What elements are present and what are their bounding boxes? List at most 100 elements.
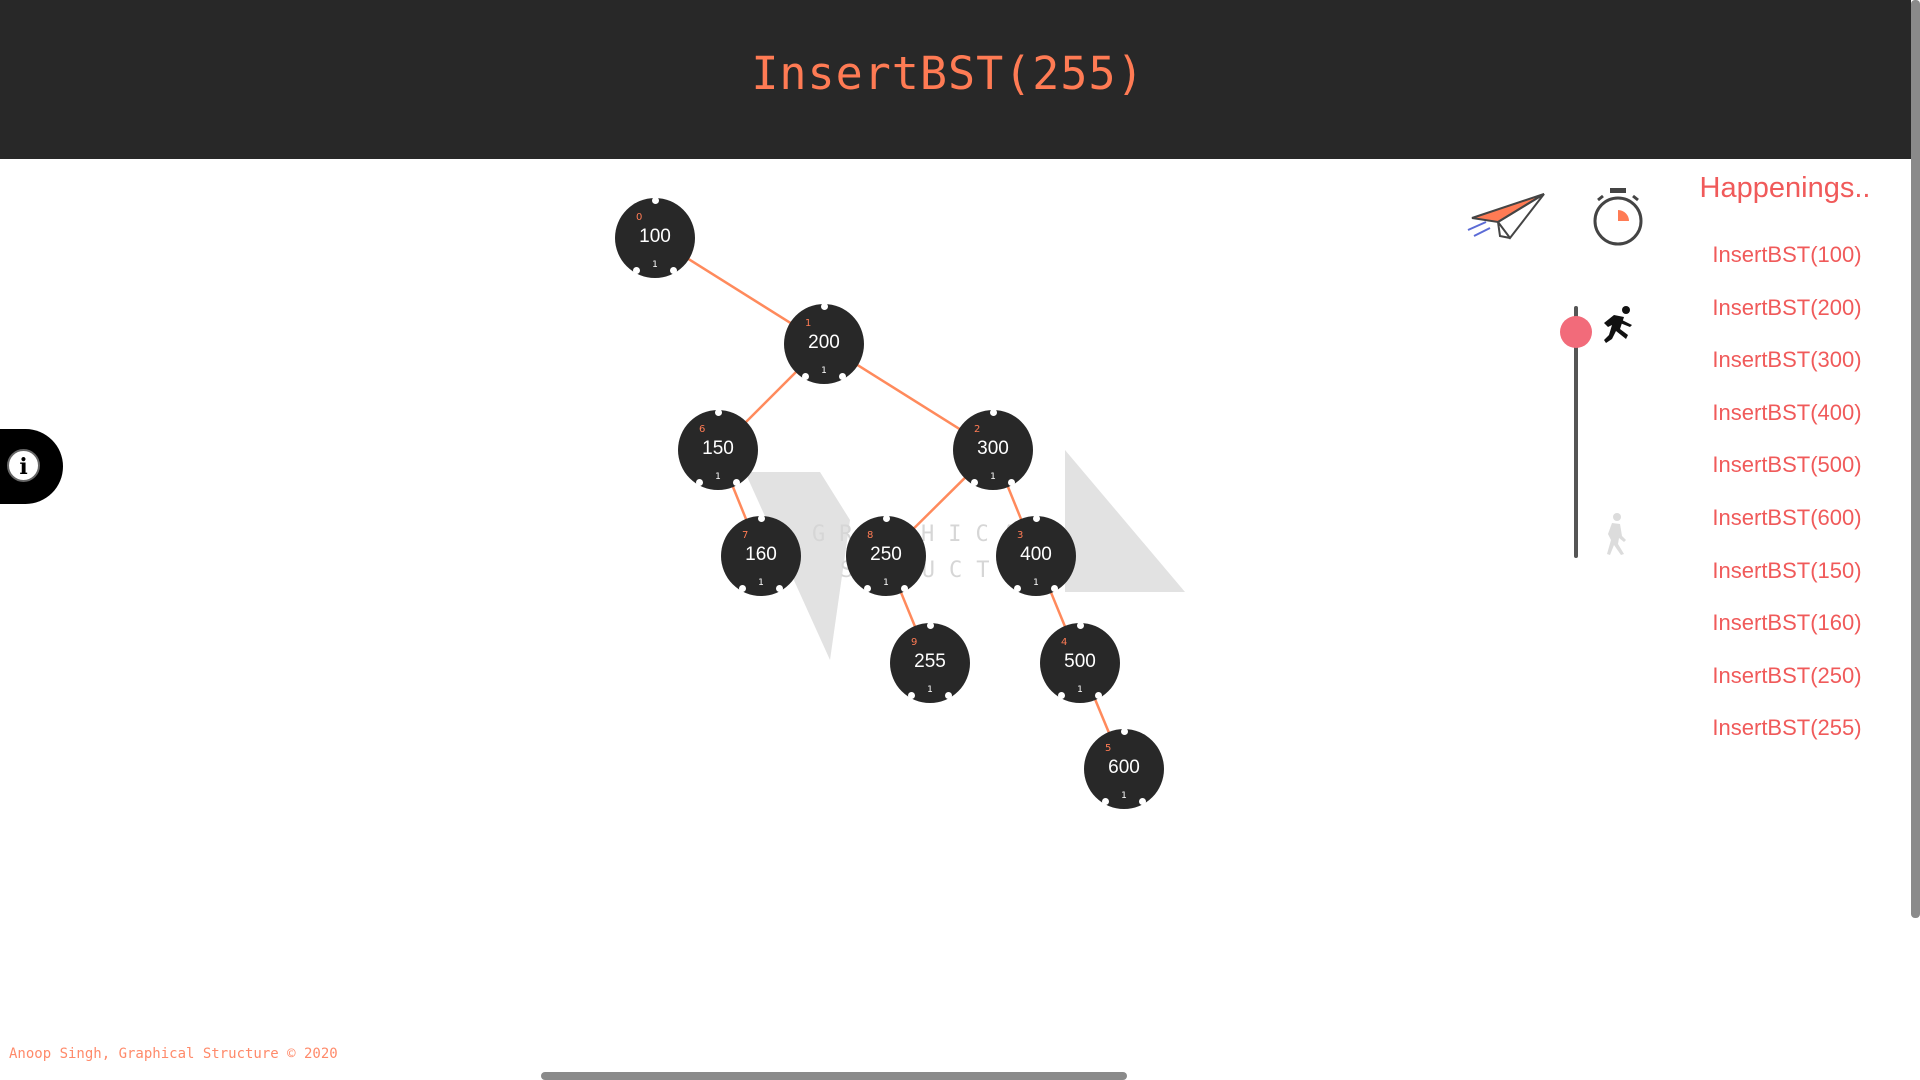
tree-edge xyxy=(852,361,962,431)
info-tab[interactable]: i xyxy=(0,429,63,504)
stopwatch-icon[interactable] xyxy=(1590,186,1646,248)
node-port xyxy=(733,479,740,486)
happenings-item: InsertBST(150) xyxy=(1712,557,1862,583)
tree-node[interactable]: 9 255 1 xyxy=(890,622,970,703)
running-person-icon xyxy=(1604,306,1632,343)
node-port xyxy=(901,585,908,592)
speed-slider-thumb[interactable] xyxy=(1560,316,1592,348)
footer-credit: Anoop Singh, Graphical Structure © 2020 xyxy=(9,1046,338,1062)
node-count: 1 xyxy=(715,472,721,482)
happenings-list: InsertBST(100) InsertBST(200) InsertBST(… xyxy=(1690,240,1884,766)
node-index: 8 xyxy=(867,530,874,541)
node-port xyxy=(715,409,722,416)
tree-edge xyxy=(1004,481,1023,522)
node-port xyxy=(927,622,934,629)
node-port xyxy=(633,267,640,274)
node-count: 1 xyxy=(1121,791,1127,801)
horizontal-scrollbar[interactable] xyxy=(541,1072,1127,1080)
info-icon[interactable]: i xyxy=(7,449,40,482)
node-index: 6 xyxy=(699,424,706,435)
node-index: 7 xyxy=(742,530,749,541)
tree-edge xyxy=(683,255,793,325)
happenings-item: InsertBST(500) xyxy=(1712,452,1862,478)
node-value: 100 xyxy=(639,226,671,247)
node-port xyxy=(1014,585,1021,592)
node-port xyxy=(1139,798,1146,805)
operation-title: InsertBST(255) xyxy=(751,47,1145,100)
happenings-item: InsertBST(100) xyxy=(1712,242,1862,267)
node-port xyxy=(776,585,783,592)
node-index: 5 xyxy=(1105,743,1112,754)
node-value: 160 xyxy=(745,544,777,565)
node-port xyxy=(1051,585,1058,592)
happenings-item: InsertBST(160) xyxy=(1712,610,1862,636)
node-port xyxy=(1058,692,1065,699)
happenings-item: InsertBST(300) xyxy=(1712,347,1862,373)
vertical-scrollbar[interactable] xyxy=(1911,0,1920,918)
node-port xyxy=(908,692,915,699)
node-value: 200 xyxy=(808,332,840,353)
tree-node[interactable]: 7 160 1 xyxy=(721,515,801,596)
header-bar: InsertBST(255) xyxy=(0,0,1911,159)
tree-node[interactable]: 6 150 1 xyxy=(678,409,758,490)
paper-plane-icon[interactable] xyxy=(1466,188,1546,244)
watermark-shape-right xyxy=(1065,450,1185,592)
tree-node[interactable]: 5 600 1 xyxy=(1084,728,1164,809)
node-index: 9 xyxy=(911,637,918,648)
node-port xyxy=(802,373,809,380)
node-port xyxy=(1008,479,1015,486)
node-value: 255 xyxy=(914,651,946,672)
node-value: 400 xyxy=(1020,544,1052,565)
node-port xyxy=(1102,798,1109,805)
node-port xyxy=(1033,515,1040,522)
tree-edge xyxy=(729,481,748,522)
tree-node[interactable]: 1 200 1 xyxy=(784,303,864,384)
node-index: 4 xyxy=(1061,637,1068,648)
tree-node[interactable]: 4 500 1 xyxy=(1040,622,1120,703)
node-value: 500 xyxy=(1064,651,1096,672)
node-index: 3 xyxy=(1017,530,1024,541)
node-value: 300 xyxy=(977,438,1009,459)
node-index: 1 xyxy=(805,318,812,329)
tree-edge xyxy=(912,473,970,531)
node-port xyxy=(739,585,746,592)
node-port xyxy=(883,515,890,522)
node-count: 1 xyxy=(990,472,996,482)
node-port xyxy=(990,409,997,416)
happenings-item: InsertBST(400) xyxy=(1712,399,1862,425)
happenings-item: InsertBST(255) xyxy=(1712,715,1862,741)
walking-person-icon xyxy=(1607,513,1626,555)
speed-slider-track[interactable] xyxy=(1574,306,1578,558)
node-port xyxy=(670,267,677,274)
node-port xyxy=(758,515,765,522)
tree-edge xyxy=(897,586,917,629)
node-count: 1 xyxy=(652,260,658,270)
happenings-item: InsertBST(200) xyxy=(1712,294,1862,320)
node-count: 1 xyxy=(821,366,827,376)
node-value: 250 xyxy=(870,544,902,565)
node-value: 150 xyxy=(702,438,734,459)
tree-node[interactable]: 3 400 1 xyxy=(996,515,1076,596)
happenings-item: InsertBST(250) xyxy=(1712,662,1862,688)
tree-edge xyxy=(743,367,801,425)
node-port xyxy=(864,585,871,592)
node-count: 1 xyxy=(927,685,933,695)
tree-edge xyxy=(1091,693,1111,735)
node-port xyxy=(839,373,846,380)
node-port xyxy=(652,197,659,204)
node-index: 0 xyxy=(636,212,643,223)
tree-node[interactable]: 0 100 1 xyxy=(615,197,695,278)
node-count: 1 xyxy=(1077,685,1083,695)
node-port xyxy=(971,479,978,486)
node-count: 1 xyxy=(758,578,764,588)
node-port xyxy=(821,303,828,310)
happenings-title: Happenings.. xyxy=(1699,172,1871,204)
node-port xyxy=(696,479,703,486)
node-port xyxy=(1077,622,1084,629)
node-value: 600 xyxy=(1108,757,1140,778)
node-count: 1 xyxy=(1033,578,1039,588)
node-port xyxy=(1095,692,1102,699)
